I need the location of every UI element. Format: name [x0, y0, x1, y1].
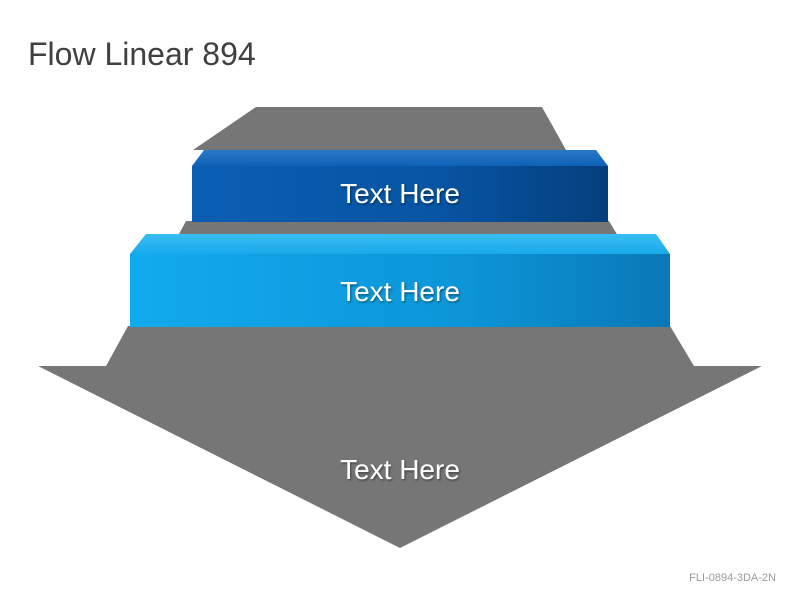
slide-title: Flow Linear 894 [28, 36, 256, 72]
arrow-label: Text Here [340, 454, 460, 485]
middle-step-block [130, 234, 670, 327]
middle-step-label: Text Here [340, 276, 460, 307]
top-step-block [192, 150, 608, 222]
middle-step-front-face [130, 254, 670, 327]
flow-arrow-shape [38, 107, 762, 548]
top-step-label: Text Here [340, 178, 460, 209]
middle-step-top-face [130, 234, 670, 254]
slide-code: FLI-0894-3DA-2N [689, 572, 776, 584]
top-step-front-face [192, 166, 608, 222]
top-step-top-face [192, 150, 608, 166]
